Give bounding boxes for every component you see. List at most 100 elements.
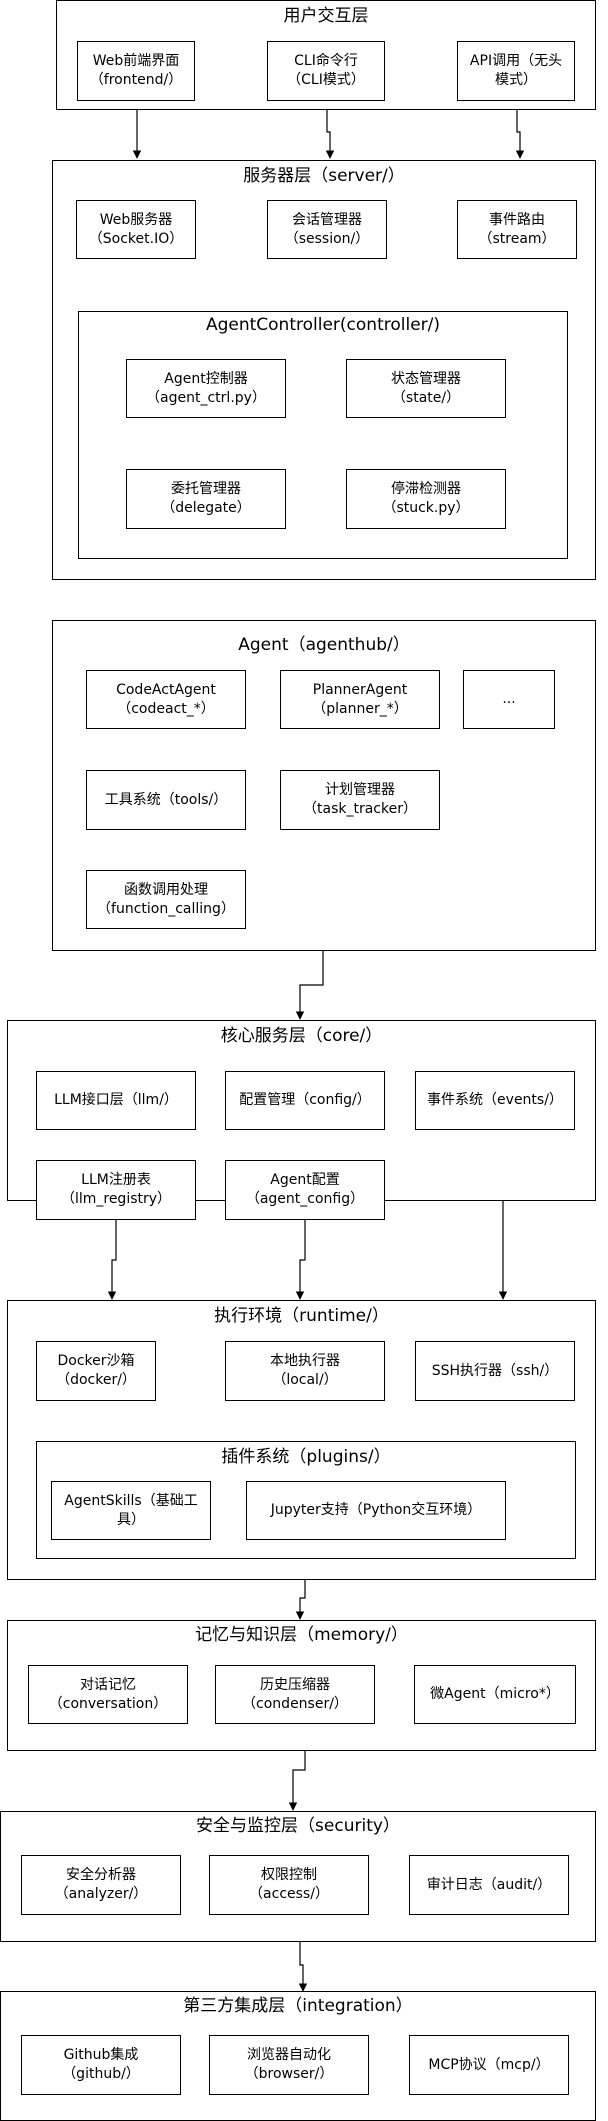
more-agents-node: ... (463, 670, 555, 729)
audit-log-label: 审计日志（audit/） (426, 1876, 552, 1893)
github-node: Github集成 （github/） (21, 2035, 181, 2095)
planner-agent-node: PlannerAgent （planner_*） (280, 670, 440, 729)
conversation-memory-node: 对话记忆 （conversation） (28, 1665, 188, 1724)
tools-system-node: 工具系统（tools/） (86, 770, 246, 830)
more-agents-label: ... (502, 691, 516, 708)
agent-config-label: Agent配置 (270, 1172, 340, 1189)
codeact-agent-path: （codeact_*） (117, 700, 215, 717)
agent-ctrl-label: Agent控制器 (164, 370, 248, 387)
arrow-memory-to-security (288, 1751, 306, 1811)
web-server-path: （Socket.IO） (88, 230, 184, 247)
api-node: API调用（无头模式） (457, 41, 575, 101)
web-server-node: Web服务器 （Socket.IO） (76, 200, 196, 259)
agent-skills-label: AgentSkills（基础工 (64, 1492, 198, 1509)
llm-registry-node: LLM注册表 （llm_registry） (36, 1160, 196, 1220)
browser-automation-path: （browser/） (244, 2066, 334, 2082)
api-label: API调用（无头 (469, 53, 563, 70)
agent-ctrl-node: Agent控制器 （agent_ctrl.py） (126, 359, 286, 418)
web-frontend-label: Web前端界面 (92, 53, 180, 70)
access-control-node: 权限控制 （access/） (209, 1855, 369, 1915)
session-manager-path: （session/） (284, 230, 370, 247)
security-analyzer-label: 安全分析器 (65, 1867, 136, 1884)
runtime-layer-title: 执行环境（runtime/） (214, 1306, 389, 1326)
config-node: 配置管理（config/） (225, 1071, 385, 1130)
conversation-memory-path: （conversation） (48, 1695, 168, 1712)
tools-system-label: 工具系统（tools/） (104, 791, 228, 808)
state-manager-path: （state/） (391, 389, 461, 406)
conversation-memory-label: 对话记忆 (79, 1676, 136, 1693)
cli-label: CLI命令行 (294, 53, 358, 70)
audit-log-node: 审计日志（audit/） (409, 1855, 569, 1915)
arrow-agentconfig-to-runtime (295, 1220, 306, 1300)
cli-mode: （CLI模式） (287, 72, 365, 88)
web-server-label: Web服务器 (99, 211, 173, 228)
mcp-protocol-label: MCP协议（mcp/） (428, 2056, 550, 2073)
delegate-manager-path: （delegate） (161, 500, 251, 516)
agent-skills-node: AgentSkills（基础工具） (51, 1481, 211, 1540)
web-frontend-node: Web前端界面 （frontend/） (77, 41, 195, 101)
api-mode: 模式） (495, 72, 537, 88)
stuck-detector-node: 停滞检测器 （stuck.py） (346, 469, 506, 529)
delegate-manager-node: 委托管理器 （delegate） (126, 469, 286, 529)
event-router-node: 事件路由（stream） (457, 200, 577, 259)
event-router-label: 事件路由 (489, 211, 545, 228)
ssh-executor-node: SSH执行器（ssh/） (415, 1341, 575, 1401)
codeact-agent-node: CodeActAgent （codeact_*） (86, 670, 246, 729)
access-control-path: （access/） (249, 1886, 329, 1902)
planner-agent-path: （planner_*） (312, 700, 408, 717)
memory-layer-title: 记忆与知识层（memory/） (195, 1625, 408, 1645)
config-label: 配置管理（config/） (239, 1092, 371, 1109)
github-path: （github/） (62, 2066, 140, 2082)
core-layer-title: 核心服务层（core/） (220, 1026, 383, 1046)
events-node: 事件系统（events/） (415, 1071, 575, 1130)
condenser-path: （condenser/） (242, 1695, 348, 1712)
mcp-protocol-node: MCP协议（mcp/） (409, 2035, 569, 2095)
access-control-label: 权限控制 (261, 1867, 317, 1884)
web-frontend-path: （frontend/） (89, 72, 183, 88)
task-tracker-path: （task_tracker） (303, 801, 417, 817)
session-manager-label: 会话管理器 (291, 211, 362, 228)
security-analyzer-path: （analyzer/） (54, 1886, 148, 1902)
local-executor-node: 本地执行器 （local/） (225, 1341, 385, 1401)
local-executor-label: 本地执行器 (270, 1353, 340, 1370)
arrow-security-to-integration (298, 1942, 308, 1992)
browser-automation-label: 浏览器自动化 (246, 2047, 331, 2064)
plugins-title: 插件系统（plugins/） (221, 1447, 391, 1467)
delegate-manager-label: 委托管理器 (170, 481, 241, 498)
codeact-agent-label: CodeActAgent (116, 681, 216, 698)
arrow-runtime-to-memory (295, 1580, 306, 1620)
local-executor-path: （local/） (272, 1372, 338, 1388)
llm-registry-label: LLM注册表 (81, 1172, 151, 1189)
function-calling-label: 函数调用处理 (124, 881, 208, 898)
github-label: Github集成 (63, 2047, 139, 2064)
agent-ctrl-path: （agent_ctrl.py） (146, 389, 266, 406)
integration-layer-title: 第三方集成层（integration） (183, 1996, 413, 2016)
micro-agent-label: 微Agent（micro*） (430, 1686, 560, 1703)
micro-agent-node: 微Agent（micro*） (414, 1665, 576, 1724)
stuck-detector-path: （stuck.py） (382, 500, 470, 516)
agent-config-node: Agent配置 （agent_config） (225, 1160, 385, 1220)
agent-config-path: （agent_config） (245, 1191, 365, 1207)
stuck-detector-label: 停滞检测器 (391, 481, 461, 498)
user-layer-title: 用户交互层 (283, 6, 369, 26)
llm-registry-path: （llm_registry） (60, 1191, 172, 1207)
jupyter-label: Jupyter支持（Python交互环境） (270, 1502, 482, 1519)
events-label: 事件系统（events/） (427, 1092, 563, 1109)
server-layer-title: 服务器层（server/） (243, 166, 405, 186)
state-manager-node: 状态管理器 （state/） (346, 359, 506, 418)
browser-automation-node: 浏览器自动化 （browser/） (209, 2035, 369, 2095)
security-layer-title: 安全与监控层（security） (196, 1816, 400, 1836)
planner-agent-label: PlannerAgent (312, 681, 408, 698)
jupyter-node: Jupyter支持（Python交互环境） (246, 1481, 506, 1540)
cli-node: CLI命令行 （CLI模式） (267, 41, 385, 101)
docker-sandbox-path: （docker/） (56, 1372, 136, 1388)
llm-interface-label: LLM接口层（llm/） (54, 1092, 178, 1109)
condenser-node: 历史压缩器（condenser/） (215, 1665, 375, 1724)
agent-layer-title: Agent（agenthub/） (238, 635, 410, 655)
arrow-agent-to-core (295, 951, 324, 1020)
session-manager-node: 会话管理器 （session/） (267, 200, 387, 259)
state-manager-label: 状态管理器 (391, 370, 461, 387)
agent-skills-label-cont: 具） (117, 1511, 145, 1528)
task-tracker-node: 计划管理器（task_tracker） (280, 770, 440, 830)
llm-interface-node: LLM接口层（llm/） (36, 1071, 196, 1130)
